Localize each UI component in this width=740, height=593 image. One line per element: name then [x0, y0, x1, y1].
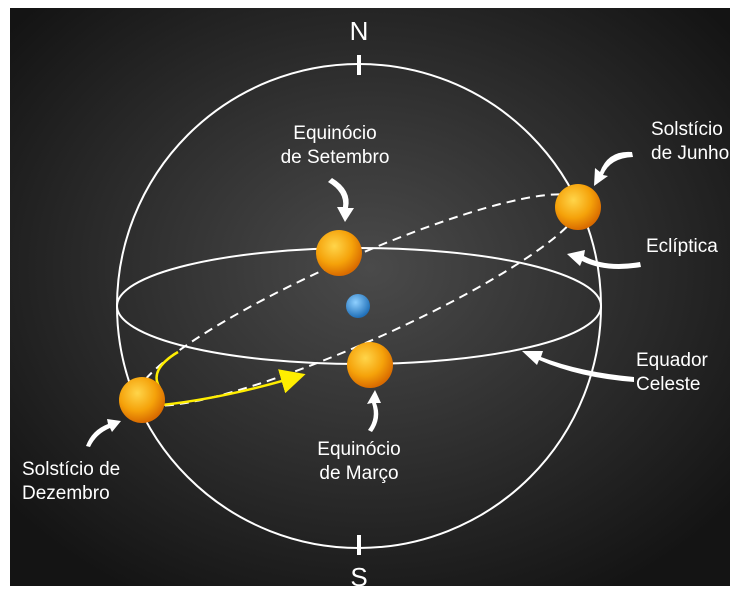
- label-equinox-september-line1: Equinócio: [293, 123, 376, 144]
- south-pole-label: S: [350, 562, 367, 592]
- label-solstice-june-line1: Solstício: [651, 119, 723, 140]
- label-ecliptic: Eclíptica: [646, 236, 718, 257]
- sun-motion-arrow-lower: [161, 369, 306, 407]
- curved-arrow-icon-ecliptic: [567, 250, 641, 269]
- curved-arrow-icon-june: [594, 151, 633, 186]
- label-equinox-march-line2: de Março: [319, 463, 398, 484]
- earth-icon: [346, 294, 370, 318]
- label-equinox-september-line2: de Setembro: [281, 147, 390, 168]
- sun-icon-september-equinox: [316, 230, 362, 276]
- sun-icon-march-equinox: [347, 342, 393, 388]
- label-solstice-december-line2: Dezembro: [22, 483, 110, 504]
- curved-arrow-icon-equator: [522, 351, 634, 382]
- north-pole-label: N: [350, 16, 369, 46]
- sun-icon-december-solstice: [119, 377, 165, 423]
- label-equinox-march-line1: Equinócio: [317, 439, 400, 460]
- curved-arrow-icon-march: [367, 390, 381, 432]
- sun-icon-june-solstice: [555, 184, 601, 230]
- label-solstice-december-line1: Solstício de: [22, 459, 120, 480]
- label-solstice-june-line2: de Junho: [651, 143, 729, 164]
- label-equator-line2: Celeste: [636, 374, 700, 395]
- background-panel: [10, 8, 730, 586]
- curved-arrow-icon-september: [328, 178, 354, 222]
- label-equator-line1: Equador: [636, 350, 709, 371]
- curved-arrow-icon-december: [86, 419, 121, 447]
